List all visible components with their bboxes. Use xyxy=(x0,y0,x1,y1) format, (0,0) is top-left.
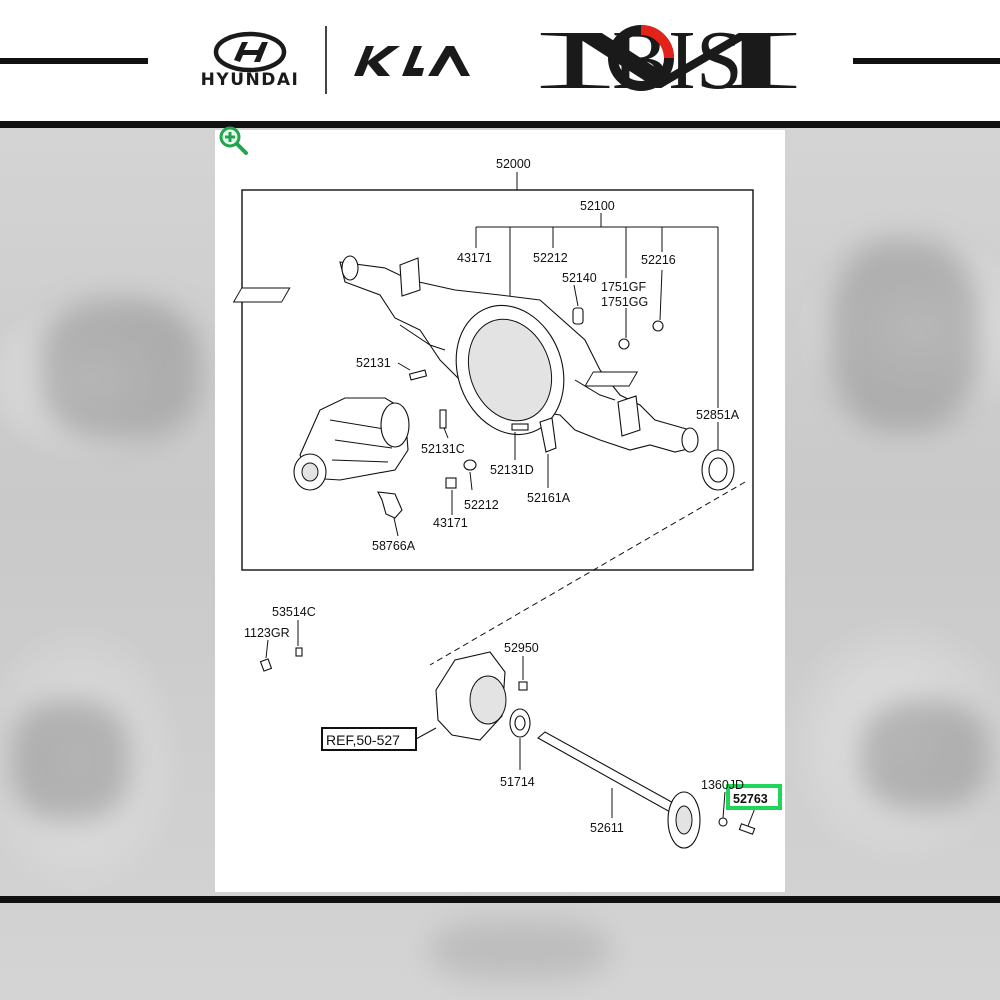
label-52100: 52100 xyxy=(580,199,615,213)
label-ref: REF,50-527 xyxy=(326,732,400,748)
label-52212-bottom: 52212 xyxy=(464,498,499,512)
label-43171-top: 43171 xyxy=(457,251,492,265)
header-left-rule xyxy=(0,58,148,64)
label-52611: 52611 xyxy=(590,821,624,835)
washer-1360jd xyxy=(718,817,728,827)
bracket-58766a xyxy=(377,491,403,519)
label-1123gr: 1123GR xyxy=(244,626,290,640)
label-1360jd: 1360JD xyxy=(701,778,744,792)
label-52763: 52763 xyxy=(733,792,768,806)
parts-diagram-sheet xyxy=(215,130,785,892)
vent-52140 xyxy=(572,307,584,325)
assembly-frame xyxy=(241,189,754,571)
footer-rule xyxy=(0,896,1000,903)
logo-separator xyxy=(325,26,327,94)
header-right-rule xyxy=(853,58,1000,64)
label-52131: 52131 xyxy=(356,356,391,370)
bolt-52131c xyxy=(439,409,447,429)
nut-43171 xyxy=(445,477,457,489)
label-52216: 52216 xyxy=(641,253,676,267)
bolt-52131 xyxy=(408,369,428,381)
highlight-52763 xyxy=(726,784,782,810)
brand-header xyxy=(0,0,1000,122)
label-52212-top: 52212 xyxy=(533,251,568,265)
bolt-52763 xyxy=(738,823,756,835)
label-52131c: 52131C xyxy=(421,442,465,456)
plug-1751gf xyxy=(618,338,630,350)
label-52851a: 52851A xyxy=(696,408,740,422)
header-bottom-rule xyxy=(0,121,1000,128)
axle-housing xyxy=(232,255,699,453)
label-43171-bottom: 43171 xyxy=(433,516,468,530)
differential-carrier xyxy=(293,397,410,491)
bolt-1123gr xyxy=(259,658,273,672)
plug-52216 xyxy=(652,320,664,332)
axle-shaft-52611 xyxy=(537,731,701,849)
hyundai-logo xyxy=(213,31,287,73)
label-52131d: 52131D xyxy=(490,463,534,477)
label-53514c: 53514C xyxy=(272,605,316,619)
label-52000: 52000 xyxy=(496,157,531,171)
gasket-52851a xyxy=(701,449,735,491)
nut-53514c xyxy=(295,647,303,657)
label-1751gg: 1751GG xyxy=(601,295,648,309)
bolt-52131d xyxy=(511,423,529,431)
label-58766a: 58766A xyxy=(372,539,416,553)
clip-52161a xyxy=(539,417,557,453)
seal-51714 xyxy=(509,708,531,738)
label-52140: 52140 xyxy=(562,271,597,285)
label-51714: 51714 xyxy=(500,775,535,789)
label-1751gf: 1751GF xyxy=(601,280,647,294)
zoom-in-icon[interactable] xyxy=(216,124,250,156)
label-52161a: 52161A xyxy=(527,491,571,505)
mobis-logo: M BIS xyxy=(532,14,801,100)
label-52950: 52950 xyxy=(504,641,539,655)
nut-52950 xyxy=(518,681,528,691)
hyundai-wordmark: HYUNDAI xyxy=(200,70,300,90)
washer-52212 xyxy=(463,459,477,471)
brake-backing-plate xyxy=(435,651,507,741)
kia-logo xyxy=(354,46,470,76)
